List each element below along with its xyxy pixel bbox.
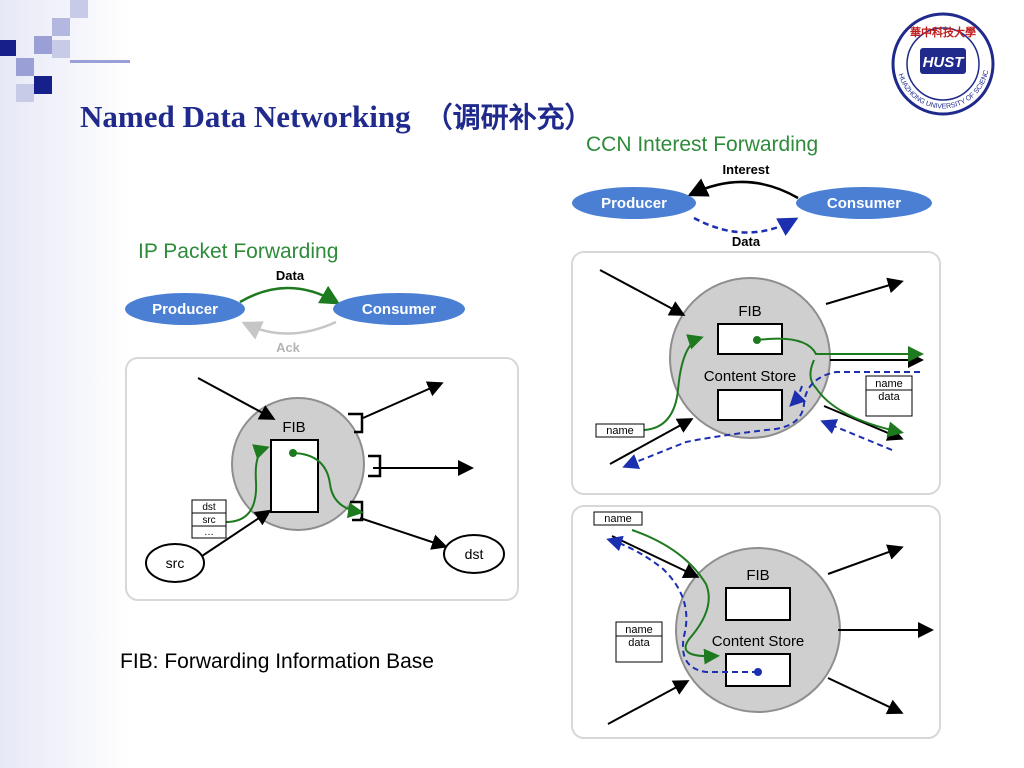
university-logo: 華中科技大學 HUST HUAZHONG UNIVERSITY OF SCIEN…: [869, 7, 1014, 116]
ccn-bottom-fib-label: FIB: [746, 567, 769, 584]
ccn-bottom-fib-table: [725, 587, 791, 621]
ccn-bottom-packet-name: name: [625, 624, 653, 636]
ip-fib-table: [270, 439, 319, 513]
corner-decoration: [0, 0, 130, 102]
ip-data-label: Data: [276, 268, 305, 283]
ccn-interest-label: Interest: [723, 162, 771, 177]
ccn-data-label: Data: [732, 234, 761, 249]
ccn-top-cs-table: [717, 389, 783, 421]
ccn-forwarding-diagram: CCN Interest Forwarding Interest Data Pr…: [571, 133, 941, 739]
ip-producer-label: Producer: [152, 301, 218, 318]
ccn-top-packet-data: data: [878, 391, 900, 403]
ip-forwarding-diagram: IP Packet Forwarding Data Ack Producer C…: [125, 240, 519, 601]
fib-caption: FIB: Forwarding Information Base: [120, 650, 434, 673]
ip-consumer-node: [333, 293, 465, 325]
ccn-producer-label: Producer: [601, 195, 667, 212]
ip-src-node: [145, 543, 205, 583]
ip-consumer-label: Consumer: [362, 301, 436, 318]
page-title-en: Named Data Networking: [80, 99, 411, 134]
ccn-top-cs-label: Content Store: [704, 368, 797, 385]
ccn-bottom-cs-label: Content Store: [712, 633, 805, 650]
ccn-top-fib-label: FIB: [738, 303, 761, 320]
ccn-diagram-title: CCN Interest Forwarding: [586, 133, 818, 156]
ccn-top-packet-name: name: [875, 378, 903, 390]
page-title-cn: （调研补充）: [424, 101, 593, 134]
ip-ack-label: Ack: [276, 340, 301, 355]
ccn-consumer-node: [796, 187, 932, 219]
ccn-bottom-name-tag: name: [604, 513, 632, 525]
ccn-consumer-label: Consumer: [827, 195, 901, 212]
ip-diagram-title: IP Packet Forwarding: [138, 240, 338, 263]
ip-packet-src: src: [202, 515, 215, 526]
ip-packet-dst: dst: [202, 502, 216, 513]
logo-monogram: HUST: [923, 54, 966, 71]
ip-producer-node: [125, 293, 245, 325]
ip-src-label: src: [166, 555, 185, 571]
ccn-bottom-packet-data: data: [628, 637, 650, 649]
page-title: Named Data Networking （调研补充）: [80, 96, 593, 136]
ip-dst-label: dst: [465, 546, 484, 562]
ip-packet-more: …: [204, 527, 214, 538]
ip-dst-node: [443, 534, 505, 574]
ccn-producer-node: [572, 187, 696, 219]
logo-cn-name: 華中科技大學: [910, 25, 976, 39]
ccn-bottom-cs-table: [725, 653, 791, 687]
ccn-top-name-tag: name: [606, 425, 634, 437]
ip-fib-label: FIB: [282, 419, 305, 436]
